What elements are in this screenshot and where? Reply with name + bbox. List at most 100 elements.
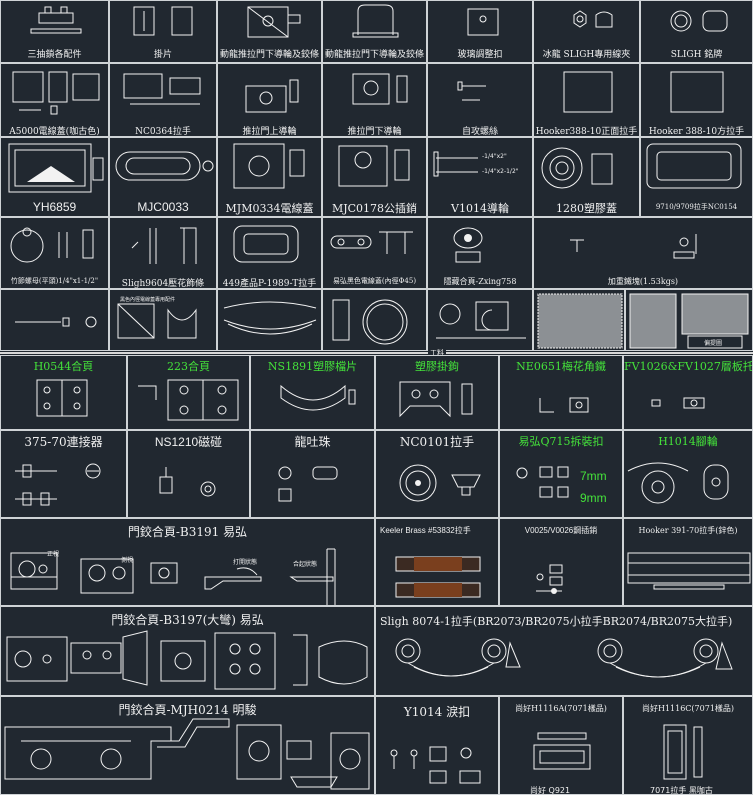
- fv1026-drawing: [624, 356, 753, 430]
- part-cell-bamboo-nut: 竹節螺母(平頭)1/4"x1-1/2": [0, 217, 109, 289]
- hinge-note-side: 側視: [121, 557, 134, 564]
- part-label: 加重鐵塊(1.53kgs): [607, 277, 679, 286]
- part-cell-mjm0334: MJM0334電線蓋: [217, 137, 322, 217]
- keeler-53832-drawing: [376, 519, 499, 606]
- part-cell-nc0364: NC0364拉手: [109, 63, 217, 137]
- dimension-7mm: 7mm: [580, 469, 607, 483]
- ns1210-magnet-drawing: [128, 431, 250, 518]
- part-label: 動龍推拉門下導輪及鉸條: [324, 50, 424, 60]
- mjc0178-drawing: [323, 138, 427, 217]
- part-label: NS1891塑膠檔片: [267, 360, 358, 373]
- part-cell-hinge-mjh0214: 門鉸合頁-MJH0214 明駿: [0, 696, 375, 795]
- row5-hidden-hinge-drawing: [428, 290, 533, 351]
- part-cell-v0025: V0025/V0026鋼插銷: [499, 518, 623, 606]
- part-label: Y1014 淚扣: [403, 705, 471, 719]
- ne0651-drawing: [500, 356, 623, 430]
- part-cell-plastic-hook: 塑膠掛鉤: [375, 355, 499, 430]
- y1014-drawing: [376, 697, 499, 795]
- part-cell-hooker-388-square: Hooker 388-10方拉手: [640, 63, 753, 137]
- dimension-note: -1/4"x2": [482, 153, 507, 160]
- hinge-mjh0214-drawing: [1, 697, 375, 795]
- 9710-handle-drawing: [641, 138, 753, 217]
- part-label: Sligh9604壓花飾條: [121, 279, 205, 289]
- part-note: 黑色內徑電線蓋專用配件: [120, 297, 176, 303]
- part-cell-row5-bracket: 黑色內徑電線蓋專用配件: [109, 289, 217, 351]
- v0025-bolt-drawing: [500, 519, 623, 594]
- part-cell-mjc0033: MJC0033: [109, 137, 217, 217]
- part-label: FV1026&FV1027層板托: [624, 360, 753, 373]
- part-cell-granite-b: 偏提圖: [625, 289, 753, 351]
- part-label: NC0101拉手: [399, 435, 475, 449]
- part-label: 9710/9709拉手NC0154: [655, 203, 738, 211]
- hooker-388-square-drawing: [641, 64, 753, 137]
- part-cell-9710: 9710/9709拉手NC0154: [640, 137, 753, 217]
- part-cell-hinge-b3191: 門鉸合頁-B3191 易弘 正視 側視 打開狀態 合起狀態: [0, 518, 375, 606]
- part-cell-hooker-388-front: Hooker388-10正面拉手: [533, 63, 640, 137]
- dimension-note: -1/4"x2-1/2": [482, 168, 519, 175]
- part-label: 三抽鎖各配件: [27, 50, 82, 60]
- mjm0334-drawing: [218, 138, 322, 217]
- part-cell-hidden-hinge: 隱藏合頁-Zxing758: [427, 217, 533, 289]
- h1116a-drawing: [500, 697, 623, 795]
- part-note: 尚好 Q921: [530, 786, 571, 795]
- part-label: 尚好H1116A(7071樣品): [515, 704, 607, 713]
- ns1891-drawing: [251, 356, 375, 430]
- hooker-388-front-drawing: [534, 64, 640, 137]
- part-cell-hooker-391: Hooker 391-70拉手(鋅色): [623, 518, 753, 606]
- yh6859-drawing: [1, 138, 109, 217]
- part-cell-bottom-roller: 推拉門下導輪: [322, 63, 427, 137]
- part-label: 1280塑膠蓋: [556, 202, 617, 215]
- part-label: NE0651梅花角鐵: [516, 360, 606, 373]
- section-separator: [0, 352, 753, 354]
- part-label: YH6859: [32, 200, 77, 214]
- part-label: 375-70連接器: [24, 435, 103, 449]
- q715-drawing: [500, 431, 623, 518]
- hidden-hinge-drawing: [428, 218, 533, 289]
- part-note: 7071拉手 黑咖古: [650, 786, 713, 795]
- part-cell-yh6859: YH6859: [0, 137, 109, 217]
- nc0101-knob-drawing: [376, 431, 499, 518]
- hinge-b3191-drawing: [1, 519, 375, 606]
- part-label: 掛片: [153, 50, 172, 60]
- part-label: 推拉門下導輪: [347, 127, 402, 137]
- part-label: 自攻螺絲: [461, 127, 498, 137]
- row5-screw-drawing: [1, 290, 109, 351]
- part-label: V0025/V0026鋼插銷: [524, 526, 598, 535]
- part-cell-glass-clip: 玻璃調整扣: [427, 0, 533, 63]
- part-label: 玻璃調整扣: [457, 50, 503, 60]
- part-label: Sligh 8074-1拉手(BR2073/BR2075小拉手BR2074/BR…: [380, 615, 733, 628]
- part-cell-ne0651: NE0651梅花角鐵: [499, 355, 623, 430]
- part-cell-h0544: H0544合頁: [0, 355, 127, 430]
- hinge-b3197-title: 門鉸合頁-B3197(大彎) 易弘: [111, 613, 264, 627]
- part-cell-top-roller: 推拉門上導輪: [217, 63, 322, 137]
- screw-drawing: [428, 64, 533, 137]
- part-label: MJM0334電線蓋: [225, 202, 314, 215]
- part-label: Hooker 388-10方拉手: [648, 127, 745, 137]
- part-note: 偏提圖: [704, 340, 723, 347]
- hanger-drawing: [110, 1, 217, 63]
- part-cell-nc0101: NC0101拉手: [375, 430, 499, 518]
- sligh9604-drawing: [110, 218, 217, 289]
- bottom-roller-drawing: [323, 64, 427, 137]
- part-label: 龍吐珠: [294, 435, 331, 449]
- granite-a-drawing: [534, 290, 625, 351]
- granite-b-drawing: [626, 290, 753, 351]
- part-cell-449-p1989: 449產品P-1989-T拉手: [217, 217, 322, 289]
- part-cell-mjc0178: MJC0178公插銷: [322, 137, 427, 217]
- 449-p1989-drawing: [218, 218, 322, 289]
- part-label: H0544合頁: [33, 360, 94, 373]
- part-label: 冰龍 SLIGH專用線夾: [542, 50, 631, 60]
- hinge-note-closed: 合起狀態: [293, 561, 318, 568]
- 1280-cap-drawing: [534, 138, 640, 217]
- part-label: Hooker 391-70拉手(鋅色): [638, 526, 738, 535]
- part-label: 易弘Q715拆裝扣: [518, 435, 604, 448]
- dragon-ball-drawing: [251, 431, 375, 518]
- part-cell-sligh-clamp: 冰龍 SLIGH專用線夾: [533, 0, 640, 63]
- part-cell-hanger: 掛片: [109, 0, 217, 63]
- 223-hinge-drawing: [128, 356, 250, 430]
- part-label: Hooker388-10正面拉手: [535, 127, 638, 137]
- part-cell-h1116a: 尚好H1116A(7071樣品) 尚好 Q921: [499, 696, 623, 795]
- part-label: V1014導輪: [451, 202, 509, 215]
- plastic-hook-drawing: [376, 356, 499, 430]
